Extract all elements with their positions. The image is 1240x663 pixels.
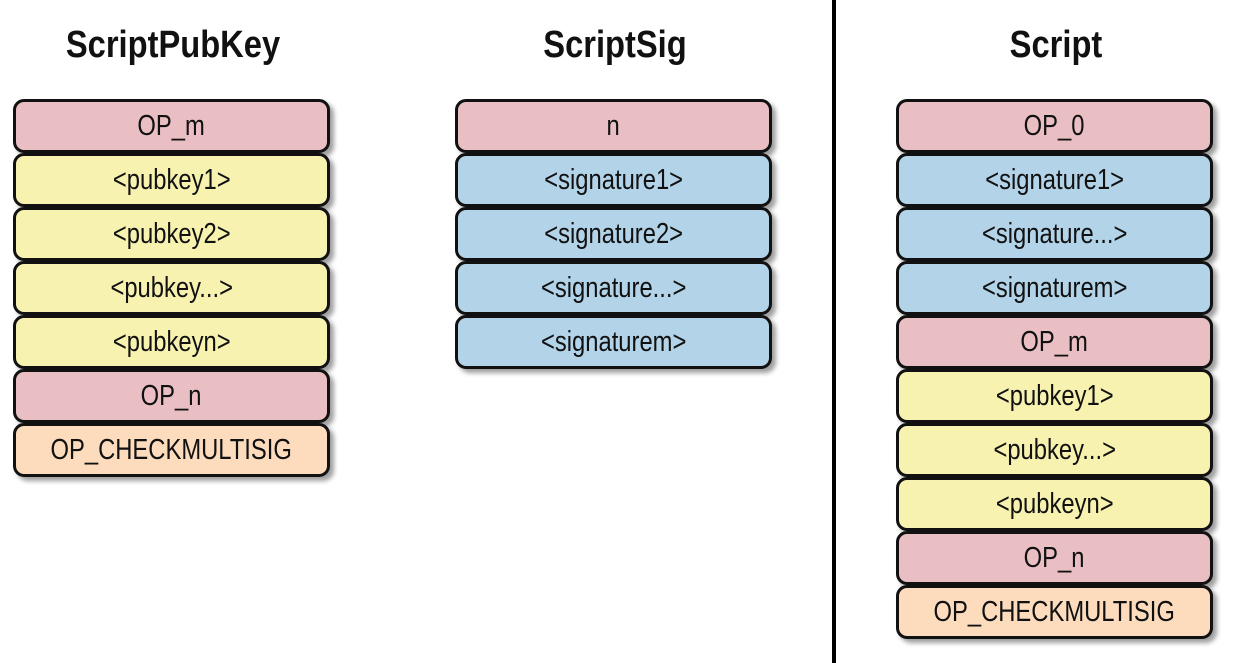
stack-cell-label: <signature...> (540, 272, 687, 304)
stack-cell: OP_CHECKMULTISIG (896, 585, 1213, 639)
stack-cell: OP_m (13, 99, 330, 153)
stack-cell-label: <signaturem> (540, 326, 687, 358)
stack-cell-label: OP_CHECKMULTISIG (50, 434, 293, 466)
stack-cell-label: <pubkey1> (112, 164, 231, 196)
stack-cell-label: <pubkeyn> (112, 326, 231, 358)
stack-cell-label: OP_n (141, 380, 202, 412)
stack-cell: OP_CHECKMULTISIG (13, 423, 330, 477)
stack-cell-label: OP_m (137, 110, 206, 142)
stack-cell-label: <pubkey2> (112, 218, 231, 250)
stack-cell: <signature1> (455, 153, 772, 207)
stack-cell: <pubkey...> (896, 423, 1213, 477)
stack-cell-label: <signature...> (981, 218, 1128, 250)
stack-cell-label: OP_CHECKMULTISIG (933, 596, 1176, 628)
stack-cell: <pubkeyn> (13, 315, 330, 369)
stack-cell-label: <signaturem> (981, 272, 1128, 304)
stack-cell: n (455, 99, 772, 153)
scriptsig-stack: n <signature1> <signature2> <signature...> <… (455, 99, 775, 369)
stack-cell: <signature...> (896, 207, 1213, 261)
stack-cell-label: n (606, 110, 621, 142)
stack-cell-label: <signature1> (544, 164, 683, 196)
stack-cell-label: <signature1> (985, 164, 1124, 196)
stack-cell: OP_0 (896, 99, 1213, 153)
stack-cell: <signature2> (455, 207, 772, 261)
stack-cell-label: OP_0 (1024, 110, 1085, 142)
stack-cell: <signaturem> (455, 315, 772, 369)
stack-cell: <pubkey1> (896, 369, 1213, 423)
column-title-scriptpubkey: ScriptPubKey (65, 24, 281, 66)
column-title-script: Script (1009, 24, 1103, 66)
stack-cell: OP_m (896, 315, 1213, 369)
stack-cell-label: OP_m (1020, 326, 1089, 358)
stack-cell: <pubkeyn> (896, 477, 1213, 531)
column-divider (832, 0, 836, 663)
stack-cell: OP_n (13, 369, 330, 423)
stack-cell-label: OP_n (1024, 542, 1085, 574)
stack-cell: OP_n (896, 531, 1213, 585)
stack-cell: <pubkey...> (13, 261, 330, 315)
stack-cell: <pubkey1> (13, 153, 330, 207)
stack-cell-label: <pubkey...> (993, 434, 1116, 466)
stack-cell: <signaturem> (896, 261, 1213, 315)
column-title-scriptsig: ScriptSig (543, 24, 687, 66)
stack-cell: <pubkey2> (13, 207, 330, 261)
stack-cell-label: <pubkeyn> (995, 488, 1114, 520)
script-stack: OP_0 <signature1> <signature...> <signature… (896, 99, 1216, 639)
scriptpubkey-stack: OP_m <pubkey1> <pubkey2> <pubkey...> <pubkey… (13, 99, 333, 477)
stack-cell-label: <pubkey...> (110, 272, 233, 304)
stack-cell: <signature...> (455, 261, 772, 315)
stack-cell-label: <signature2> (544, 218, 683, 250)
stack-cell: <signature1> (896, 153, 1213, 207)
stack-cell-label: <pubkey1> (995, 380, 1114, 412)
